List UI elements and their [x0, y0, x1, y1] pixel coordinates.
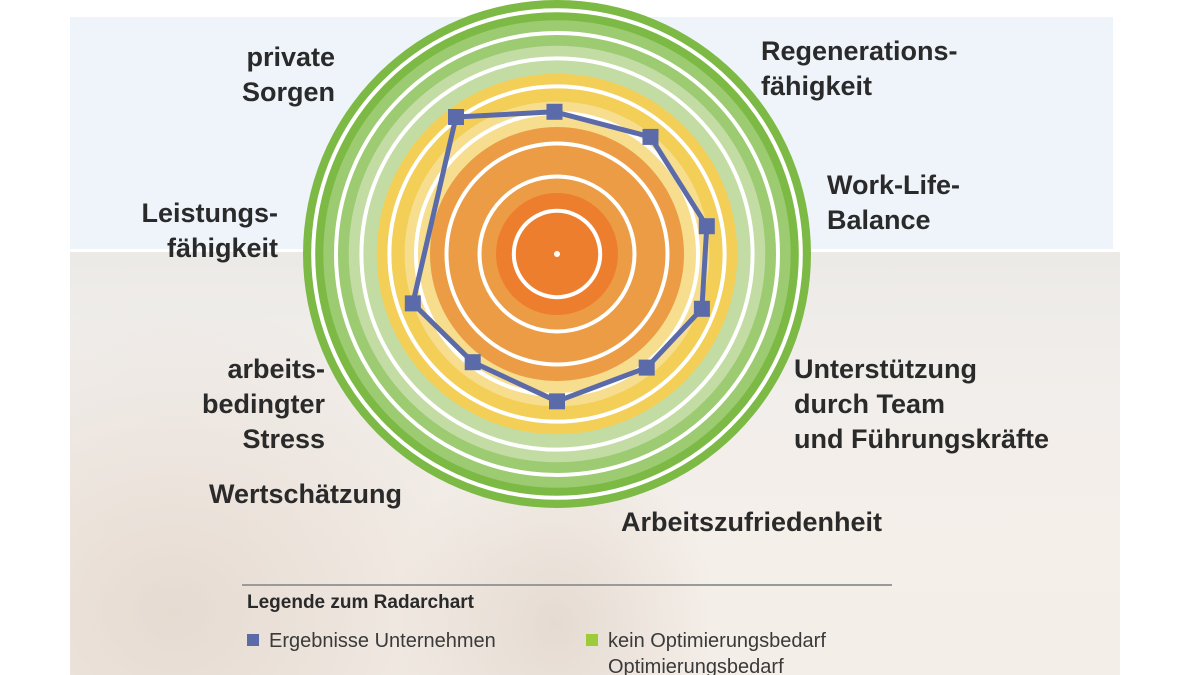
radar-center-dot	[554, 251, 560, 257]
series-point	[448, 109, 464, 125]
legend-item-optimization: Optimierungsbedarf	[600, 656, 784, 675]
series-point	[546, 103, 563, 120]
radar-grid-ring	[334, 31, 780, 477]
series-line	[410, 109, 710, 404]
radar-rings	[303, 0, 811, 508]
radar-grid-ring	[359, 56, 755, 452]
series-point	[693, 300, 710, 317]
legend-label-no-optimization: kein Optimierungsbedarf	[608, 630, 826, 652]
axis-label-work-life-balance: Work-Life- Balance	[827, 170, 960, 235]
axis-label-performance: Leistungs- fähigkeit	[141, 198, 278, 263]
legend-item-results: Ergebnisse Unternehmen	[247, 630, 496, 653]
axis-label-appreciation: Wertschätzung	[209, 479, 403, 509]
radar-grid-ring	[387, 84, 727, 424]
legend-swatch-no-optimization	[586, 634, 598, 646]
legend-divider	[242, 584, 892, 586]
series-point	[638, 359, 655, 376]
radar-grid-ring	[444, 141, 670, 367]
axis-label-private-worries: private Sorgen	[241, 42, 335, 107]
legend-swatch-results	[247, 634, 259, 646]
legend-item-optimization-clip: Optimierungsbedarf	[600, 654, 900, 675]
series-point	[404, 295, 421, 312]
radar-series	[404, 103, 715, 410]
series-point	[642, 128, 659, 145]
series-point	[698, 218, 715, 235]
radar-grid-ring	[511, 208, 603, 300]
axis-label-work-stress: arbeits- bedingter Stress	[201, 354, 325, 454]
radar-grid-ring	[311, 8, 803, 500]
axis-label-regeneration: Regenerations- fähigkeit	[761, 36, 958, 101]
legend-item-no-optimization: kein Optimierungsbedarf	[586, 630, 826, 653]
series-point	[464, 354, 481, 371]
legend-label-optimization: Optimierungsbedarf	[608, 656, 784, 675]
axis-label-support: Unterstützung durch Team und Führungskrä…	[794, 354, 1049, 454]
axis-label-job-satisfaction: Arbeitszufriedenheit	[621, 507, 883, 537]
series-point	[549, 393, 565, 410]
radar-grid-ring	[477, 174, 637, 334]
legend-title: Legende zum Radarchart	[247, 592, 474, 613]
legend-label-results: Ergebnisse Unternehmen	[269, 630, 496, 652]
